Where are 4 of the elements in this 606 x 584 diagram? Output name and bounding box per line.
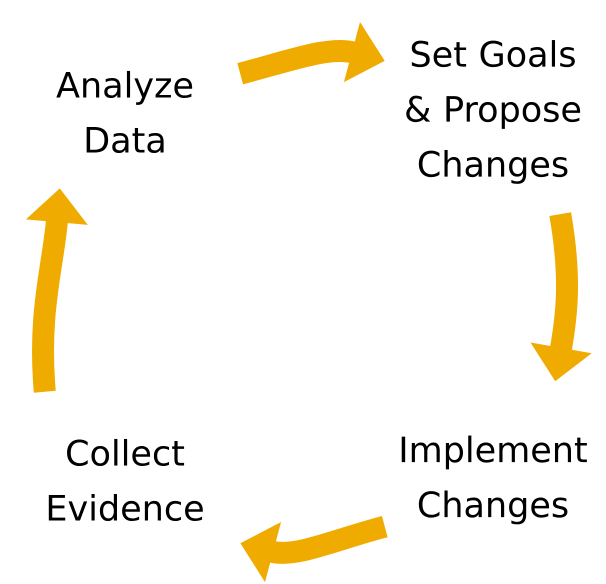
step-label: Implement Changes xyxy=(402,436,587,524)
step-label: Set Goals & Propose Changes xyxy=(406,40,580,184)
step-label: Collect Evidence xyxy=(48,438,203,522)
step-label: Analyze Data xyxy=(56,70,192,154)
